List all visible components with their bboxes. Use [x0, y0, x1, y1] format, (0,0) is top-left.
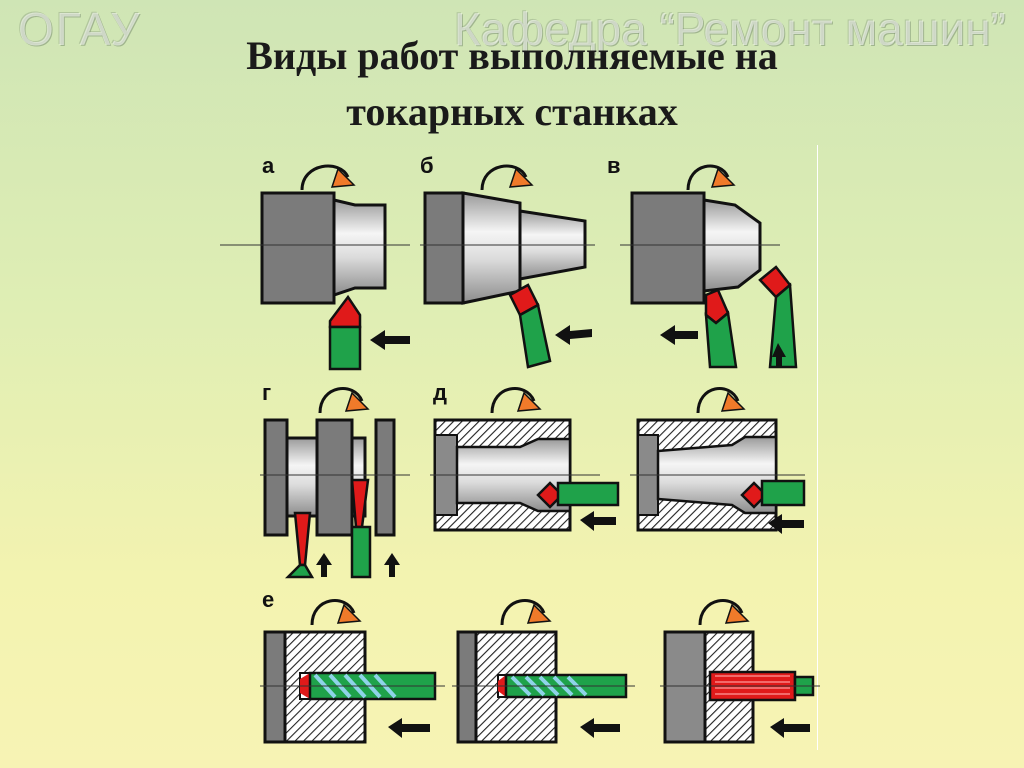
label-e: е: [262, 587, 274, 612]
label-a: а: [262, 153, 275, 178]
label-d: д: [433, 380, 447, 405]
workpiece-b: [461, 191, 522, 305]
operation-b: б: [420, 153, 595, 369]
tool-green-a: [328, 325, 362, 371]
operation-d-1: д: [430, 380, 620, 532]
department-watermark: Кафедра “Ремонт машин”: [453, 3, 1006, 55]
feed-arrow-a: [370, 330, 410, 350]
label-b: б: [420, 153, 434, 178]
operation-g: г: [260, 380, 410, 579]
operation-e-1: е: [260, 587, 445, 744]
operation-d-2: [630, 387, 806, 534]
chuck-a: [260, 191, 336, 305]
operation-v: в: [607, 153, 798, 369]
slide-title: Виды работ выполняемые на токарных станк…: [0, 28, 1024, 140]
workpiece-a: [332, 198, 387, 298]
title-line-2: токарных станках: [346, 89, 678, 134]
operation-e-2: [452, 599, 635, 744]
label-v: в: [607, 153, 621, 178]
label-g: г: [262, 380, 271, 405]
rotation-arrow-a: [300, 164, 350, 191]
title-line-1: Виды работ выполняемые на: [246, 33, 778, 78]
organization-watermark: ОГАУ: [18, 3, 142, 55]
operation-e-3: [660, 599, 820, 744]
operation-a: а: [220, 153, 410, 371]
divider-line: [817, 145, 818, 750]
lathe-operations-figure: а б в г: [220, 153, 820, 744]
